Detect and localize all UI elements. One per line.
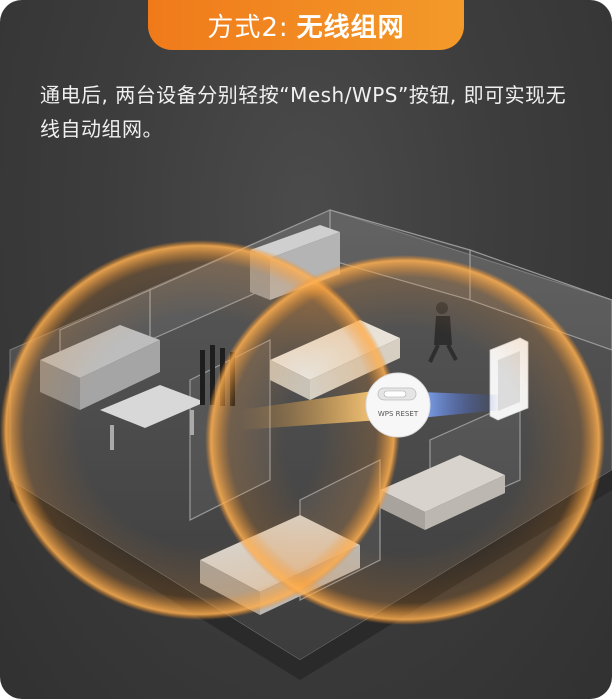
title-main: 无线组网 xyxy=(296,12,405,43)
signal-beam-left xyxy=(240,390,380,430)
title-tab: 方式2: 无线组网 xyxy=(148,0,464,50)
coverage-right xyxy=(205,255,605,625)
signal-beam-right xyxy=(420,392,500,418)
wps-button-callout: WPS RESET xyxy=(365,372,431,438)
description-text: 通电后, 两台设备分别轻按“Mesh/WPS”按钮, 即可实现无线自动组网。 xyxy=(40,83,567,141)
title-prefix: 方式2: xyxy=(207,12,289,43)
wps-reset-label: WPS RESET xyxy=(378,410,419,418)
